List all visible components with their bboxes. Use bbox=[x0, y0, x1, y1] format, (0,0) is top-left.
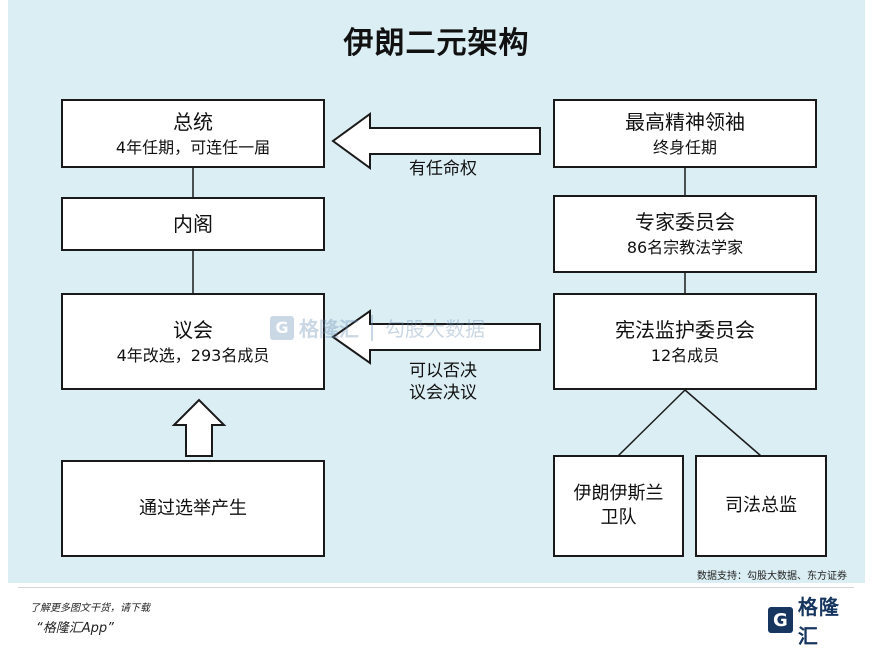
promo-text: 了解更多图文干货，请下载 bbox=[30, 603, 150, 614]
cabinet-box: 内阁 bbox=[61, 197, 325, 251]
brand-logo: G 格隆汇 bbox=[768, 595, 858, 648]
appoint-arrow bbox=[331, 112, 541, 170]
connector-guardian-judiciary bbox=[684, 389, 762, 457]
supreme-leader-term: 终身任期 bbox=[652, 137, 717, 157]
judiciary-box: 司法总监 bbox=[695, 455, 827, 557]
assembly-of-experts-members: 86名宗教法学家 bbox=[626, 238, 744, 257]
cabinet-label: 内阁 bbox=[173, 212, 213, 236]
guardian-council-members: 12名成员 bbox=[650, 345, 720, 365]
brand-name: 格隆汇 bbox=[797, 595, 840, 648]
election-label: 通过选举产生 bbox=[139, 497, 247, 519]
footer-divider bbox=[18, 587, 854, 588]
diagram-title: 伊朗二元架构 bbox=[343, 26, 530, 61]
irgc-box: 伊朗伊斯兰 卫队 bbox=[553, 455, 684, 557]
assembly-of-experts-box: 专家委员会 86名宗教法学家 bbox=[553, 195, 817, 273]
brand-logo-icon: G bbox=[768, 607, 793, 633]
judiciary-label: 司法总监 bbox=[725, 495, 797, 516]
president-term: 4年任期，可连任一届 bbox=[115, 137, 271, 157]
guardian-council-label: 宪法监护委员会 bbox=[615, 317, 755, 342]
appoint-caption: 有任命权 bbox=[409, 159, 477, 179]
veto-caption-line1: 可以否决 bbox=[409, 361, 477, 381]
veto-caption-line2: 议会决议 bbox=[409, 383, 477, 403]
election-box: 通过选举产生 bbox=[61, 460, 325, 557]
president-label: 总统 bbox=[173, 109, 213, 134]
irgc-label-line2: 卫队 bbox=[600, 507, 637, 528]
assembly-of-experts-label: 专家委员会 bbox=[635, 210, 735, 234]
veto-arrow bbox=[331, 309, 541, 365]
connector-guardian-irgc bbox=[617, 389, 686, 457]
promo-app-name: “格隆汇App” bbox=[36, 621, 114, 636]
guardian-council-box: 宪法监护委员会 12名成员 bbox=[553, 293, 817, 390]
parliament-term: 4年改选，293名成员 bbox=[116, 345, 270, 365]
supreme-leader-label: 最高精神领袖 bbox=[625, 109, 745, 134]
parliament-box: 议会 4年改选，293名成员 bbox=[61, 293, 325, 390]
election-arrow bbox=[171, 398, 227, 457]
parliament-label: 议会 bbox=[173, 317, 213, 342]
president-box: 总统 4年任期，可连任一届 bbox=[61, 99, 325, 168]
data-source: 数据支持：勾股大数据、东方证券 bbox=[697, 571, 847, 582]
supreme-leader-box: 最高精神领袖 终身任期 bbox=[553, 99, 817, 168]
irgc-label-line1: 伊朗伊斯兰 bbox=[573, 483, 664, 504]
